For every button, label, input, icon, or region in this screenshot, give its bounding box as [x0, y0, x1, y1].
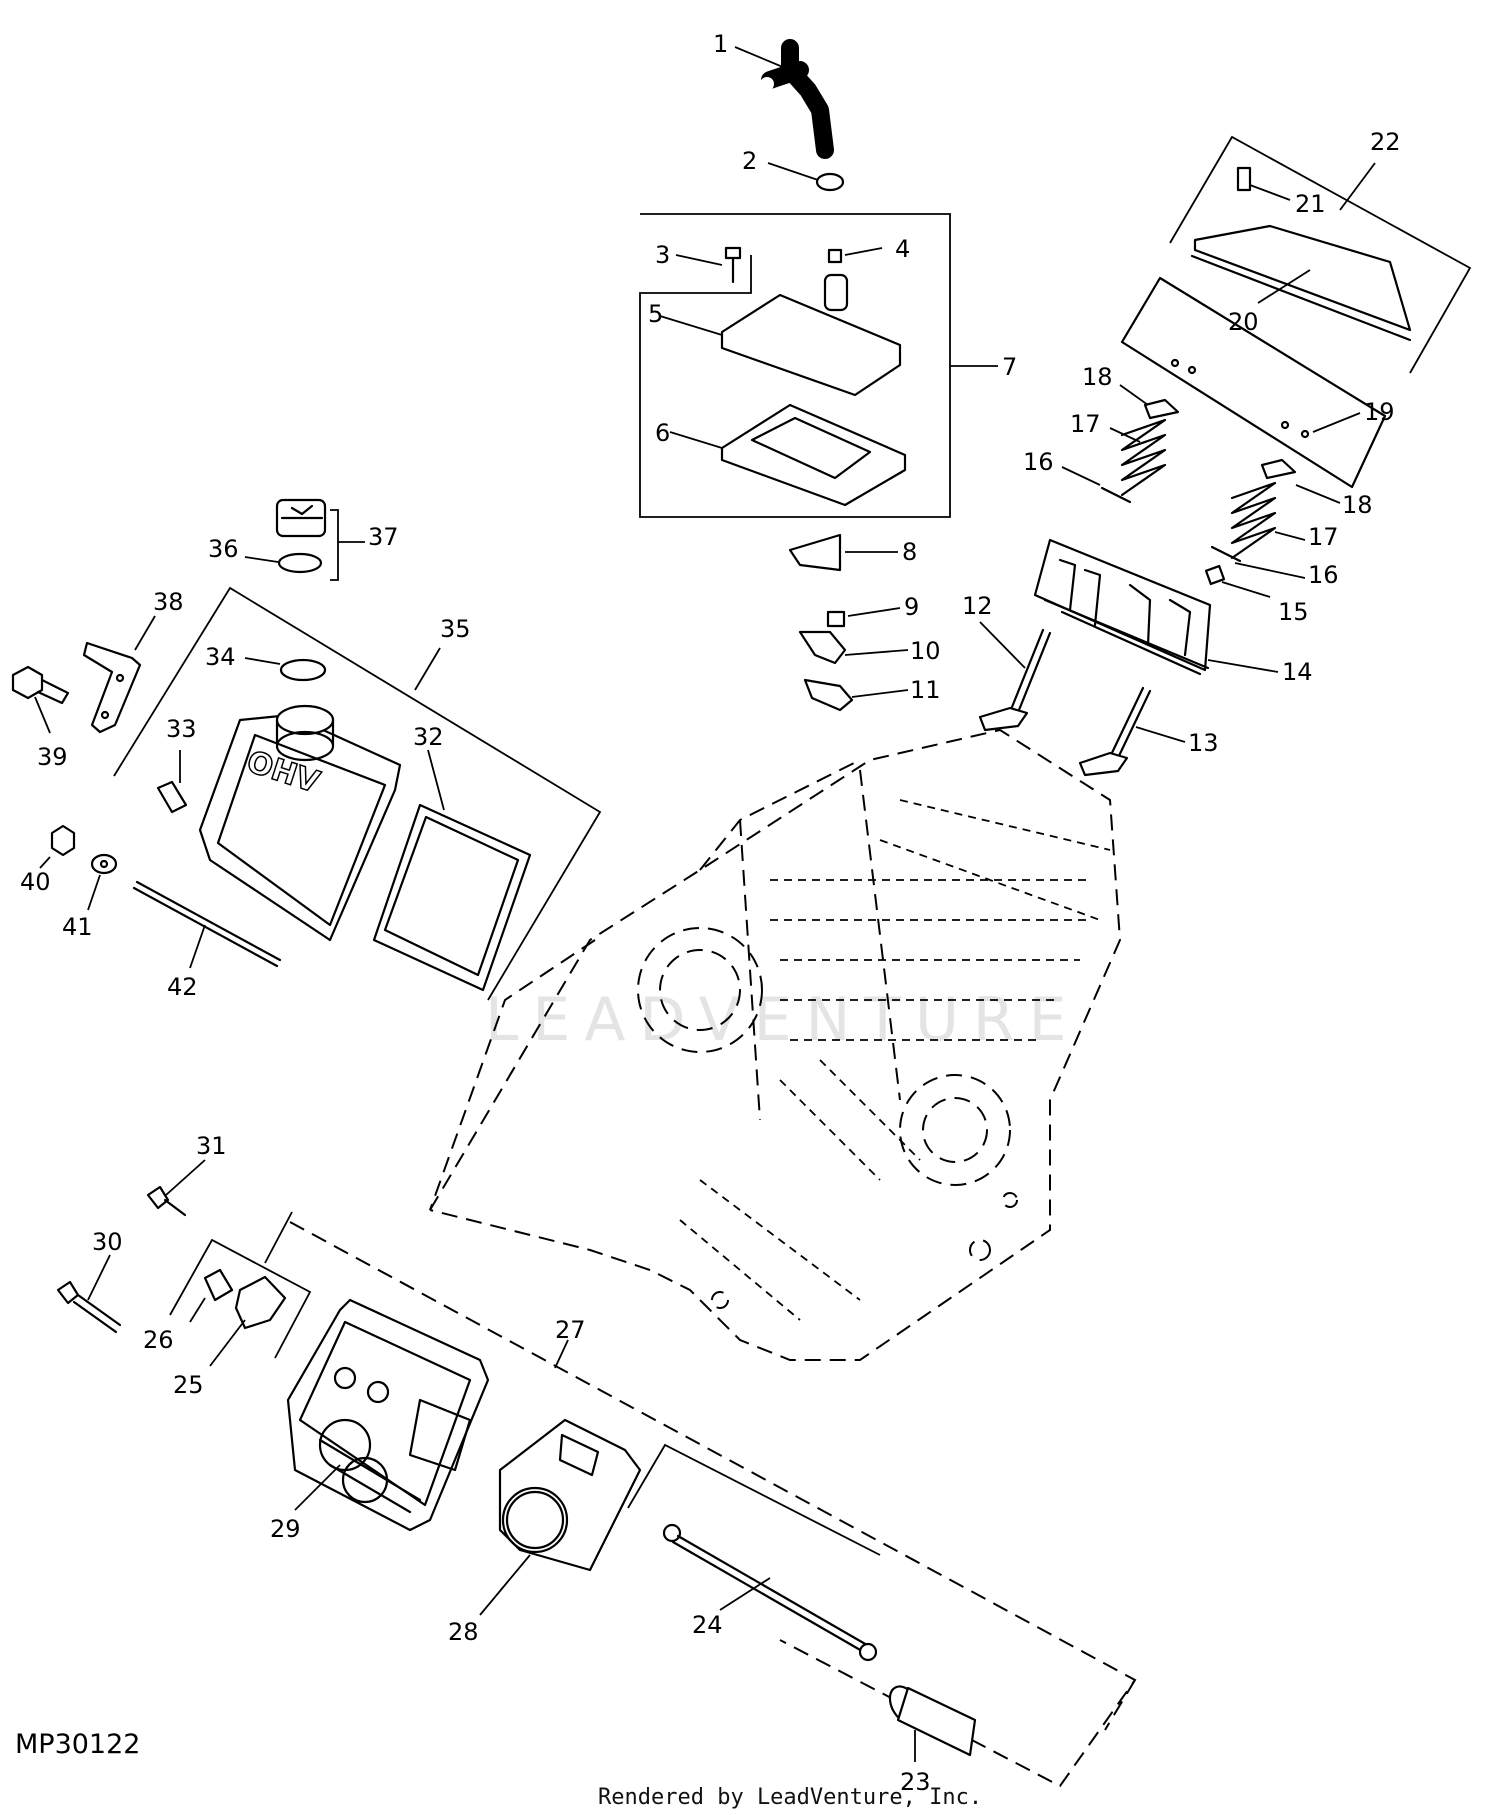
- callout-4: 4: [895, 235, 910, 263]
- assembly-box-24: [627, 1443, 881, 1556]
- reed-plate: [803, 678, 909, 712]
- breather-gasket: [669, 403, 907, 507]
- assembly-box-7: [639, 213, 951, 518]
- callout-1: 1: [713, 30, 728, 58]
- rocker-cover-gasket: [372, 749, 532, 992]
- callout-labels: 1 2 3 4 5 6 7 8 9 10 11 12 13 14 15 16 1…: [20, 30, 1401, 1796]
- callout-17b: 17: [1308, 523, 1339, 551]
- bracket: [82, 615, 156, 734]
- callout-36: 36: [208, 535, 239, 563]
- callout-22: 22: [1370, 128, 1401, 156]
- assembly-box-27: [264, 1211, 293, 1264]
- callout-19: 19: [1364, 398, 1395, 426]
- assembly-box-22: [1169, 135, 1472, 374]
- callout-18b: 18: [1342, 491, 1373, 519]
- breather-cover: [659, 273, 902, 397]
- callout-5: 5: [648, 300, 663, 328]
- o-ring: [244, 657, 327, 682]
- bolt-30: [56, 1254, 122, 1334]
- head-gasket: [479, 1418, 642, 1616]
- stud: [132, 880, 282, 969]
- cap-26: [189, 1268, 234, 1323]
- callout-11: 11: [910, 676, 941, 704]
- callout-33: 33: [166, 715, 197, 743]
- callout-23: 23: [900, 1768, 931, 1796]
- callout-24: 24: [692, 1611, 723, 1639]
- hose-clamp: [767, 162, 845, 192]
- cylinder-head: [286, 1298, 490, 1532]
- dashed-bracket-head: [289, 1221, 1137, 1788]
- intake-valve: [978, 621, 1052, 732]
- rocker-plate: [1120, 276, 1387, 489]
- callout-31: 31: [196, 1132, 227, 1160]
- callout-10: 10: [910, 637, 941, 665]
- cap-25: [209, 1275, 287, 1367]
- callout-30: 30: [92, 1228, 123, 1256]
- valve-spring-right: [1204, 458, 1341, 598]
- callout-40: 40: [20, 868, 51, 896]
- footer-credit: Rendered by LeadVenture, Inc.: [598, 1785, 982, 1810]
- reed-valve: [788, 533, 898, 572]
- figure-id: MP30122: [15, 1729, 140, 1760]
- callout-6: 6: [655, 419, 670, 447]
- callout-2: 2: [742, 147, 757, 175]
- valve-spring-left: [1061, 384, 1180, 504]
- callout-37: 37: [368, 523, 399, 551]
- oil-fill-cap: [244, 498, 365, 581]
- nut: [827, 247, 883, 264]
- watermark-text: LEADVENTURE: [485, 985, 1081, 1055]
- reed-retainer: [798, 630, 909, 665]
- callout-32: 32: [413, 723, 444, 751]
- callout-42: 42: [167, 973, 198, 1001]
- rocker-plate-bolt: [1236, 166, 1291, 201]
- valve-cover-plate: [1190, 224, 1412, 342]
- callout-35: 35: [440, 615, 471, 643]
- callout-26: 26: [143, 1326, 174, 1354]
- hex-nut: [39, 824, 76, 869]
- screw: [675, 246, 742, 284]
- callout-17a: 17: [1070, 410, 1101, 438]
- push-rod: [662, 1523, 878, 1662]
- callout-8: 8: [902, 538, 917, 566]
- callout-16b: 16: [1308, 561, 1339, 589]
- callout-38: 38: [153, 588, 184, 616]
- rocker-cover: OHV: [198, 704, 402, 942]
- callout-27: 27: [555, 1316, 586, 1344]
- cover-bolt: [156, 750, 188, 814]
- callout-39: 39: [37, 743, 68, 771]
- callout-12: 12: [962, 592, 993, 620]
- callout-29: 29: [270, 1515, 301, 1543]
- callout-15: 15: [1278, 598, 1309, 626]
- assembly-box-25-26: [169, 1238, 312, 1359]
- callout-21: 21: [1295, 190, 1326, 218]
- dashed-connection-line: [429, 939, 596, 1211]
- callout-34: 34: [205, 643, 236, 671]
- valve-tappet: [888, 1685, 977, 1762]
- callout-3: 3: [655, 241, 670, 269]
- rocker-arm-assembly: [1033, 538, 1279, 676]
- washer: [87, 853, 118, 911]
- callout-25: 25: [173, 1371, 204, 1399]
- callout-9: 9: [904, 593, 919, 621]
- breather-hose: [734, 39, 834, 159]
- engine-block-phantom: [429, 728, 1122, 1361]
- callout-13: 13: [1188, 729, 1219, 757]
- callout-14: 14: [1282, 658, 1313, 686]
- callout-16a: 16: [1023, 448, 1054, 476]
- exhaust-valve: [1078, 686, 1186, 777]
- callout-28: 28: [448, 1618, 479, 1646]
- callout-20: 20: [1228, 308, 1259, 336]
- hex-bolt: [11, 665, 70, 734]
- callout-18a: 18: [1082, 363, 1113, 391]
- screw-31: [146, 1159, 206, 1217]
- callout-41: 41: [62, 913, 93, 941]
- retainer-screw: [826, 607, 901, 628]
- callout-7: 7: [1002, 353, 1017, 381]
- assembly-box-35: [113, 586, 602, 1001]
